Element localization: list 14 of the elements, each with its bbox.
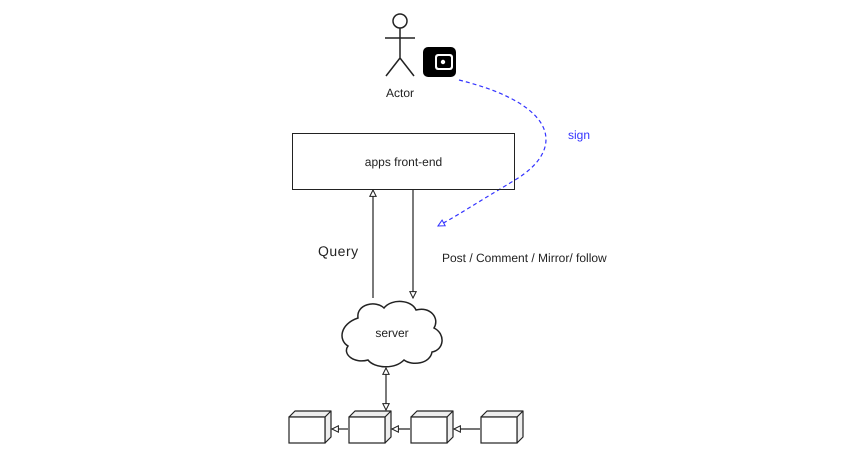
node-label: server (375, 326, 409, 340)
process-box (292, 133, 515, 190)
edge-label: sign (568, 128, 590, 142)
arrow (409, 190, 417, 299)
edge-label: Query (318, 243, 359, 259)
arrow (382, 367, 390, 411)
arrow (437, 79, 546, 227)
arrow (391, 425, 410, 433)
arrow (369, 189, 377, 298)
node-label: Actor (386, 86, 414, 100)
edge-label: Post / Comment / Mirror/ follow (442, 251, 607, 265)
arrow (331, 425, 348, 433)
arrow (453, 425, 480, 433)
node-label: apps front-end (364, 154, 442, 168)
